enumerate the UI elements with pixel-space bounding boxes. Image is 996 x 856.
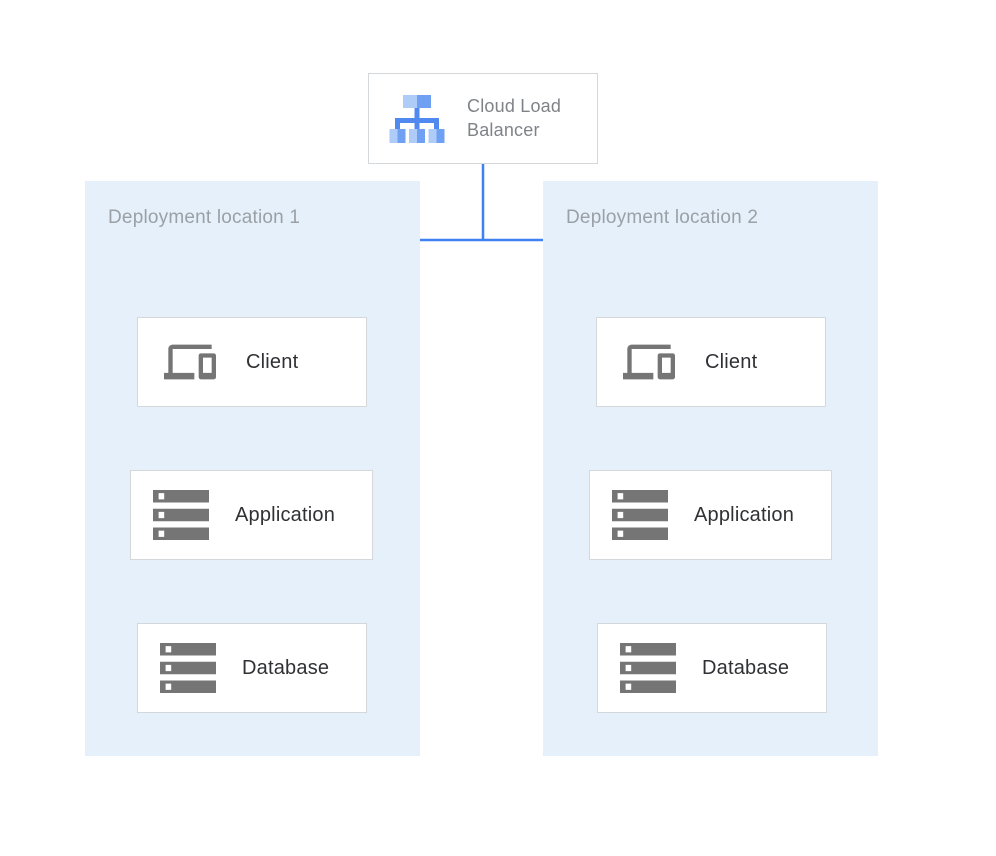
node-application-2: Application bbox=[589, 470, 832, 560]
server-stack-icon bbox=[612, 490, 668, 540]
server-stack-icon bbox=[620, 643, 676, 693]
node-client-1: Client bbox=[137, 317, 367, 407]
devices-icon bbox=[619, 336, 679, 388]
server-stack-icon bbox=[153, 490, 209, 540]
node-client-2: Client bbox=[596, 317, 826, 407]
panel-title: Deployment location 1 bbox=[108, 207, 301, 228]
node-label: Application bbox=[235, 503, 336, 526]
devices-icon bbox=[160, 336, 220, 388]
node-label: Client bbox=[705, 350, 758, 373]
server-stack-icon bbox=[160, 643, 216, 693]
node-label: Client bbox=[246, 350, 299, 373]
cloud-load-balancer-icon bbox=[389, 93, 445, 145]
panel-title: Deployment location 2 bbox=[566, 207, 759, 228]
node-database-2: Database bbox=[597, 623, 827, 713]
node-label: Database bbox=[242, 656, 330, 679]
node-label: Cloud Load Balancer bbox=[467, 96, 562, 140]
node-database-1: Database bbox=[137, 623, 367, 713]
node-application-1: Application bbox=[130, 470, 373, 560]
node-label: Application bbox=[694, 503, 795, 526]
node-cloud-load-balancer: Cloud Load Balancer bbox=[368, 73, 598, 164]
node-label: Database bbox=[702, 656, 790, 679]
